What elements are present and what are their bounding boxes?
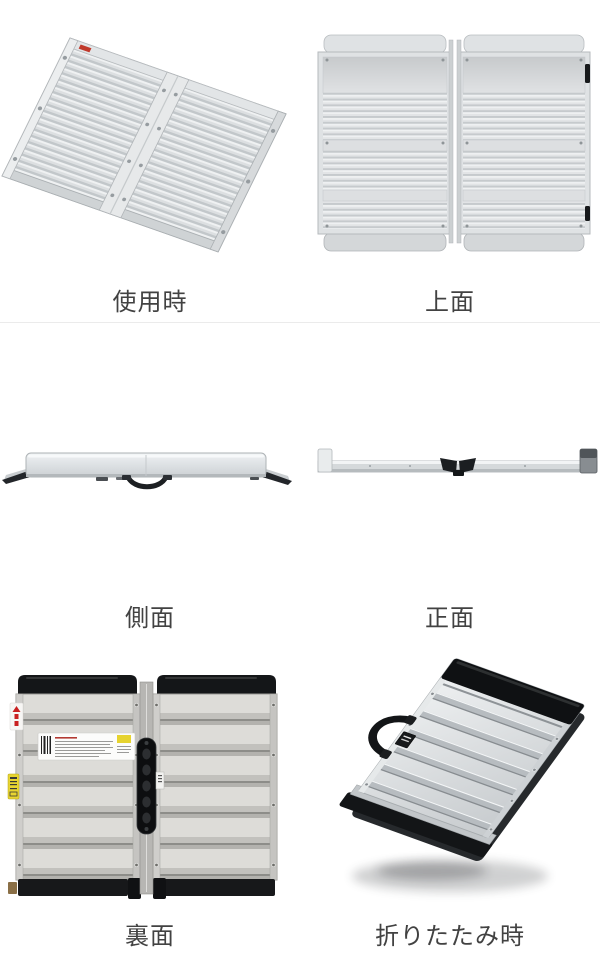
screws bbox=[17, 702, 276, 868]
center-hinge bbox=[440, 458, 476, 476]
caption-back: 裏面 bbox=[125, 923, 175, 950]
gallery-cell-front: 正面 bbox=[300, 323, 600, 650]
surface-grooves bbox=[366, 691, 558, 831]
product-photo-ramp-in-use bbox=[1, 37, 287, 253]
product-photo-ramp-back bbox=[7, 675, 278, 899]
hinge-foot bbox=[128, 878, 141, 899]
section-divider bbox=[0, 322, 600, 323]
rubber-end-cap bbox=[164, 879, 275, 896]
edge-grip bbox=[585, 64, 590, 83]
brand-logo-mark bbox=[78, 44, 92, 53]
edge-grip bbox=[585, 206, 590, 221]
right-panel bbox=[457, 34, 591, 252]
left-end-tab bbox=[317, 448, 333, 473]
caption-front: 正面 bbox=[425, 605, 475, 632]
screws bbox=[12, 55, 276, 235]
brand-tag bbox=[155, 771, 165, 790]
gallery-cell-top: 上面 bbox=[300, 0, 600, 323]
gallery-cell-back: 裏面 bbox=[0, 650, 300, 960]
rubber-end-cap bbox=[18, 879, 128, 896]
gallery-cell-side: 側面 bbox=[0, 323, 300, 650]
gallery-cell-in-use: 使用時 bbox=[0, 0, 300, 323]
left-flap bbox=[2, 471, 30, 484]
hinge-foot bbox=[153, 878, 166, 899]
support-foot bbox=[96, 477, 108, 481]
carry-handle bbox=[136, 737, 157, 835]
right-flap bbox=[262, 471, 292, 485]
product-photo-ramp-top bbox=[317, 34, 591, 252]
caption-folded: 折りたたみ時 bbox=[375, 923, 525, 950]
brand-tag bbox=[395, 731, 416, 749]
caption-top: 上面 bbox=[425, 289, 475, 316]
rubber-end-cap bbox=[18, 675, 137, 694]
right-lip bbox=[266, 469, 290, 481]
gallery-cell-folded: 折りたたみ時 bbox=[300, 650, 600, 960]
carry-handle bbox=[122, 475, 172, 490]
caption-side: 側面 bbox=[125, 605, 175, 632]
left-lip bbox=[4, 469, 26, 480]
product-photo-ramp-folded bbox=[339, 658, 585, 892]
product-photo-ramp-front bbox=[317, 448, 598, 476]
left-panel bbox=[317, 34, 453, 252]
rubber-end-cap bbox=[441, 658, 584, 725]
product-photo-ramp-side bbox=[2, 452, 292, 490]
carry-handle bbox=[368, 715, 417, 759]
spec-label bbox=[37, 732, 136, 761]
center-hinge bbox=[448, 39, 462, 244]
orientation-sticker bbox=[9, 702, 24, 731]
rubber-end-cap bbox=[339, 792, 493, 858]
caption-in-use: 使用時 bbox=[112, 289, 188, 316]
rubber-end-cap bbox=[157, 675, 276, 694]
support-foot bbox=[250, 477, 259, 480]
center-hinge bbox=[98, 71, 190, 219]
warning-label bbox=[7, 773, 20, 800]
